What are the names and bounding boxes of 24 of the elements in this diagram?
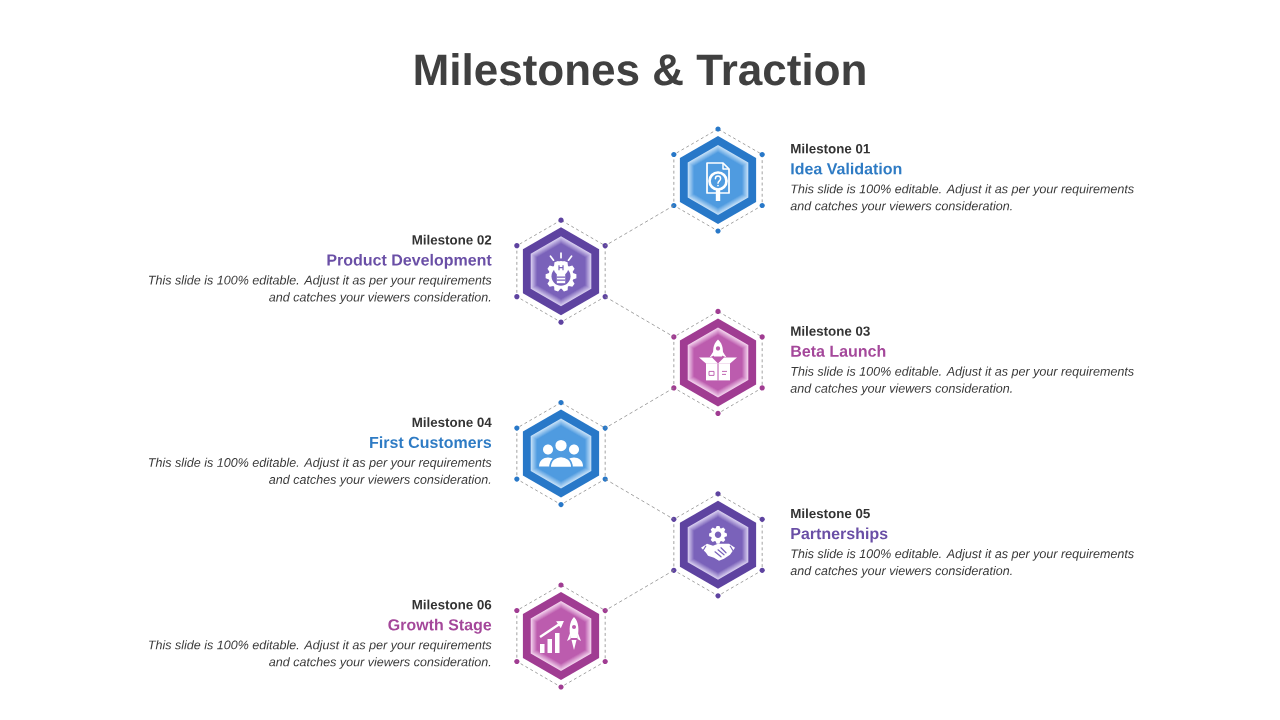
milestone-heading: Beta Launch xyxy=(791,345,886,357)
connector-line xyxy=(604,387,675,429)
description-text: This slide is 100% editable. Adjust it as per your requirements and catches your viewers consideration. xyxy=(148,640,492,669)
description-text: This slide is 100% editable. Adjust it as per your requirements and catches your viewers consideration. xyxy=(790,366,1134,396)
milestone-heading: Product Development xyxy=(327,253,492,269)
description-text: This slide is 100% editable. Adjust it as per your requirements and catches your viewers consideration. xyxy=(148,275,492,305)
milestone-heading: Partnerships xyxy=(791,527,888,543)
milestone-heading: Idea Validation xyxy=(791,162,902,175)
milestone-label: Milestone 05 xyxy=(791,508,870,519)
connector-line xyxy=(604,205,675,247)
description-text: This slide is 100% editable. Adjust it as per your requirements and catches your viewers consideration. xyxy=(148,457,492,487)
milestone-label: Milestone 06 xyxy=(412,599,492,610)
slide-title: Milestones & Traction xyxy=(415,53,865,86)
milestone-label: Milestone 02 xyxy=(412,234,492,245)
connector-line xyxy=(604,569,675,611)
description-text: This slide is 100% editable. Adjust it as per your requirements and catches your viewers consideration. xyxy=(790,548,1134,578)
description-text: This slide is 100% editable. Adjust it as per your requirements and catches your viewers consideration. xyxy=(790,184,1134,213)
connector-line xyxy=(604,296,675,338)
milestone-label: Milestone 03 xyxy=(791,326,870,336)
milestone-label: Milestone 01 xyxy=(791,143,870,154)
milestone-label: Milestone 04 xyxy=(412,417,492,427)
milestone-heading: First Customers xyxy=(370,436,492,449)
milestone-heading: Growth Stage xyxy=(388,618,492,634)
connector-line xyxy=(604,478,675,520)
